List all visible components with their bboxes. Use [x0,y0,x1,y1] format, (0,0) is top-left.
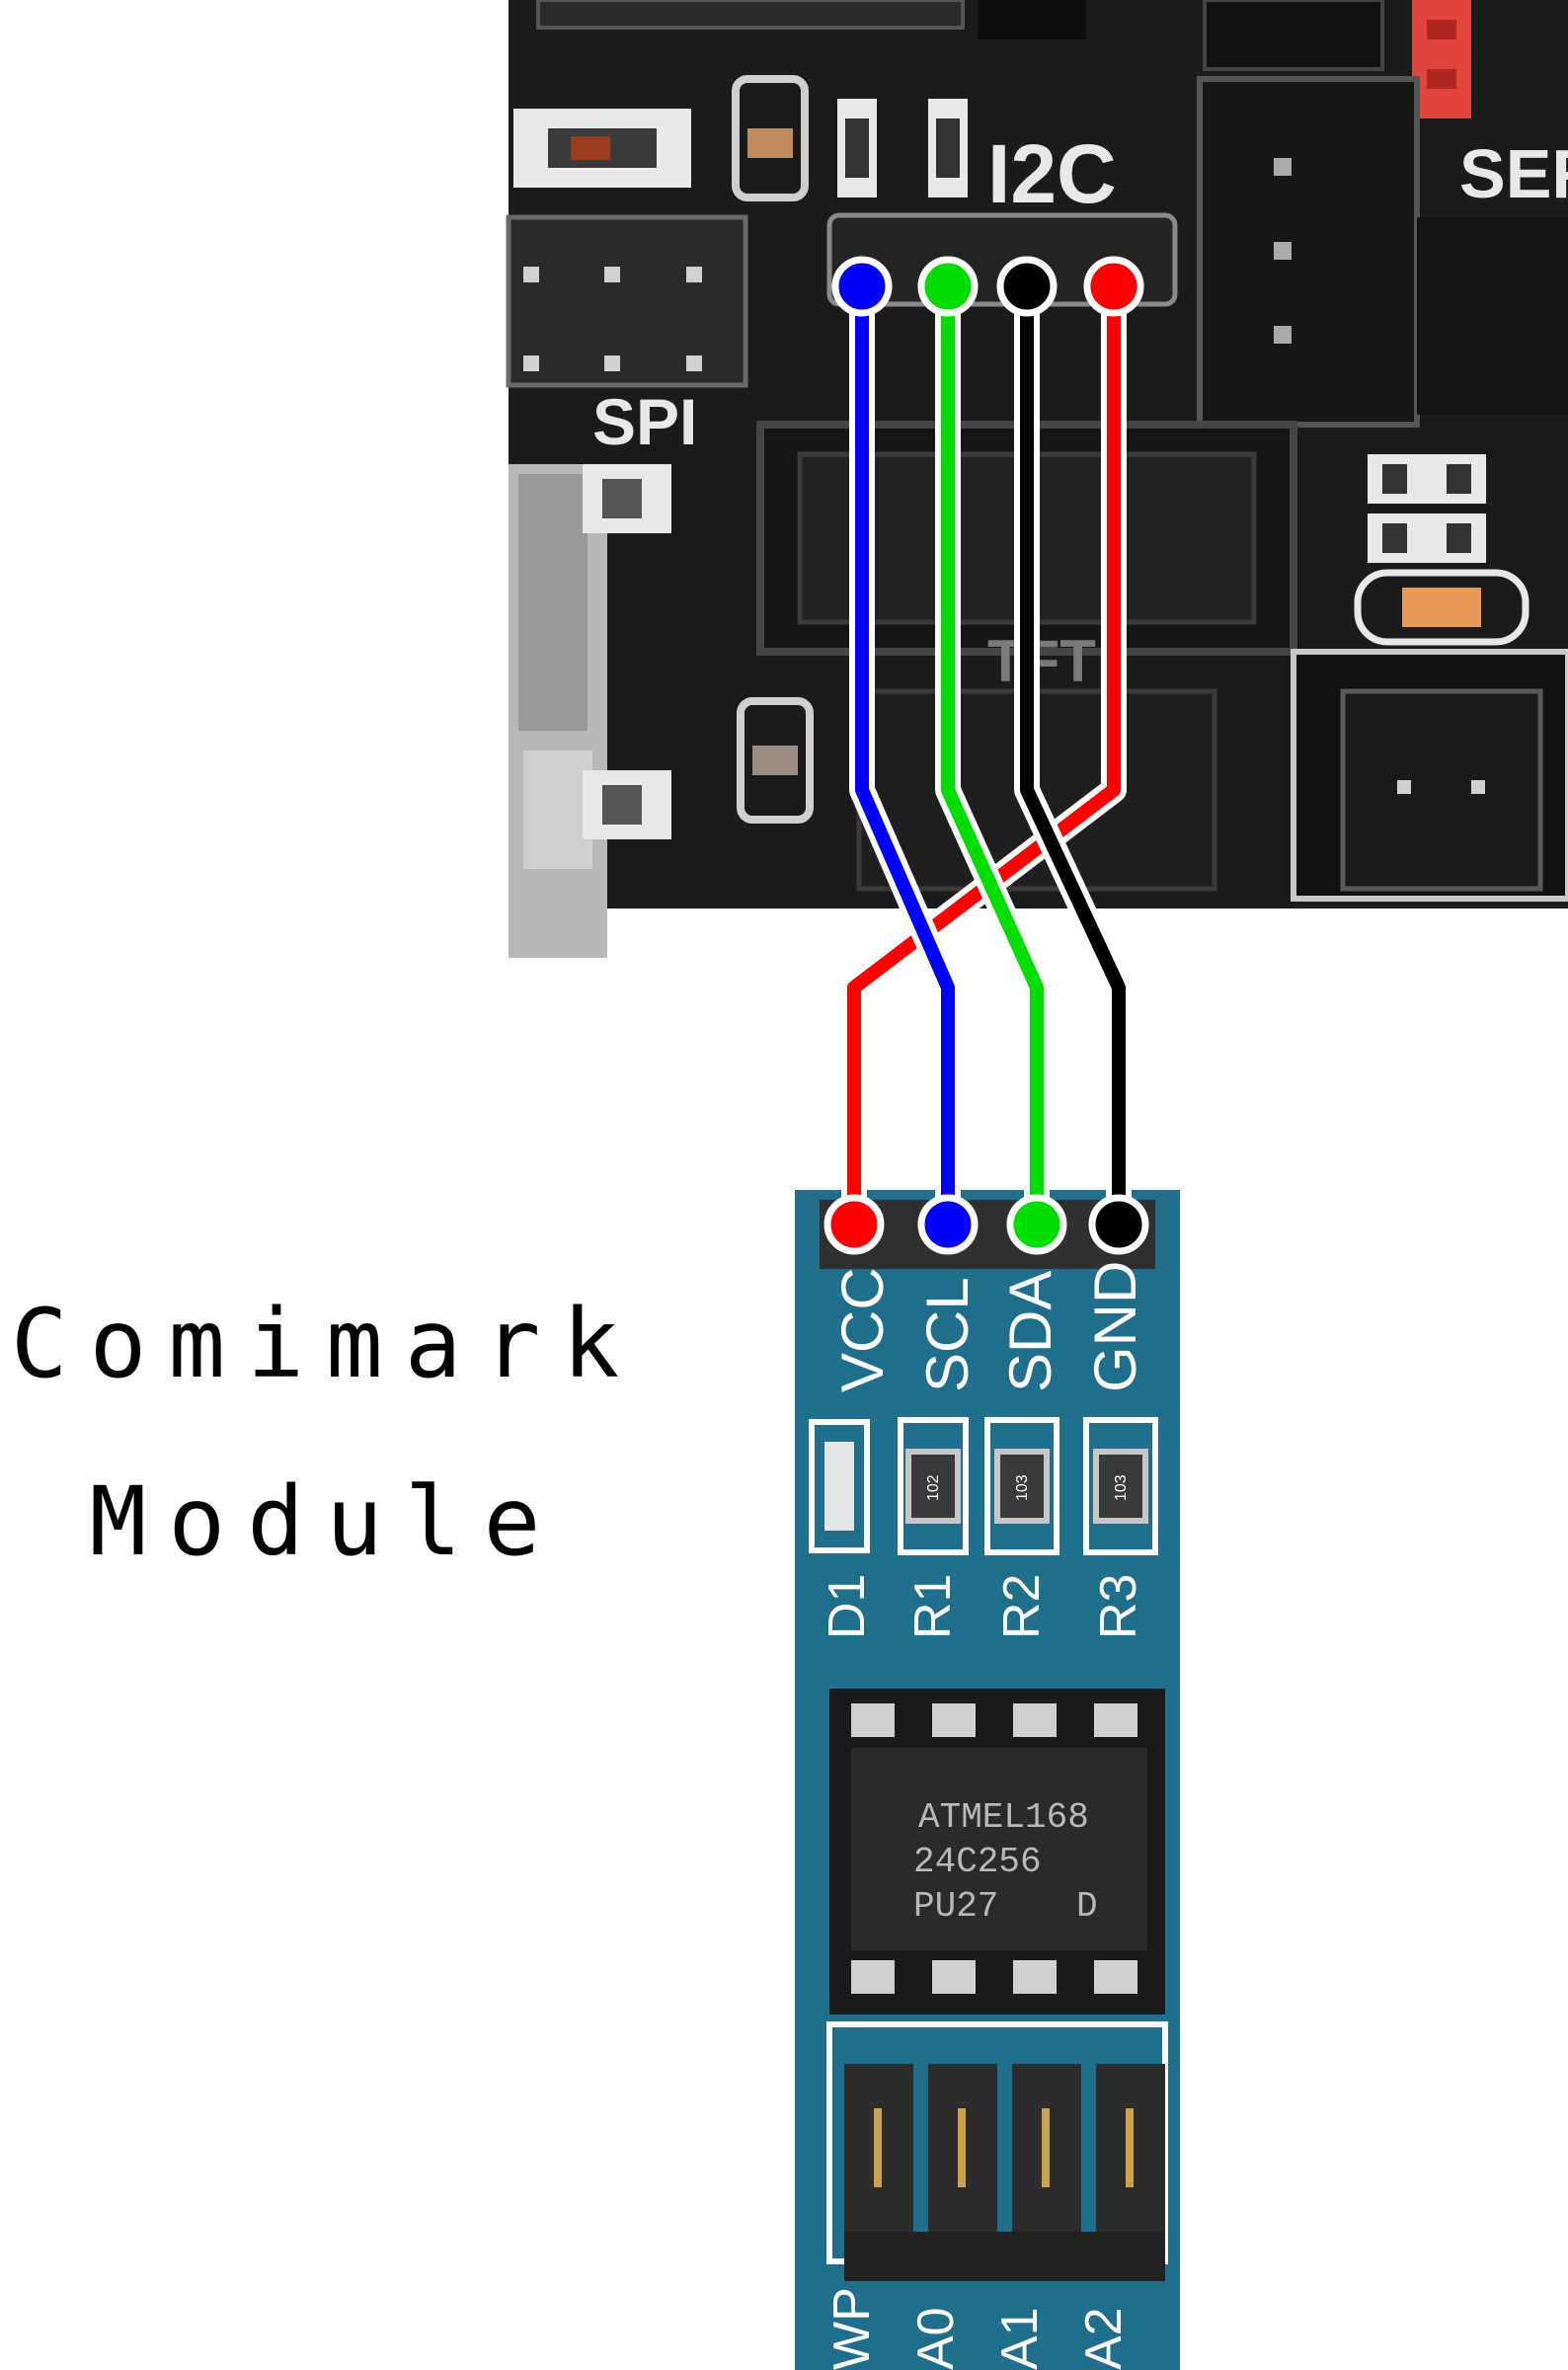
resistor-r3 [1093,1449,1148,1524]
svg-text:24C256: 24C256 [913,1842,1042,1882]
wire-endpoint-sda-module [1006,1194,1067,1255]
label-d1: D1 [819,1574,876,1639]
wire-gnd [1020,286,1126,1224]
svg-text:D: D [1076,1886,1098,1927]
svg-text:102: 102 [925,1474,942,1501]
label-tft: TFT [987,628,1096,694]
wire-endpoint-vcc-module [823,1194,885,1255]
wires [823,256,1149,1255]
svg-text:PU27: PU27 [913,1886,998,1927]
label-wp: WP [823,2287,881,2370]
wire-endpoint-sda-board [917,256,979,317]
label-r2: R2 [993,1574,1051,1639]
label-a1: A1 [991,2307,1049,2370]
eeprom-chip [851,1748,1147,1950]
address-jumpers [844,2064,1165,2281]
wire-endpoint-gnd-board [996,256,1058,317]
pin-label-gnd: GND [1082,1261,1148,1392]
label-r1: R1 [904,1574,962,1639]
pin-label-vcc: VCC [829,1267,896,1392]
wire-endpoint-scl-board [831,256,893,317]
resistor-r2 [994,1449,1050,1524]
label-r3: R3 [1090,1574,1147,1639]
wire-endpoint-vcc-board [1083,256,1144,317]
label-spi: SPI [592,385,697,458]
wire-scl [855,286,955,1224]
svg-text:103: 103 [1014,1474,1031,1501]
label-ser: SER [1459,135,1568,212]
led-d1 [809,1419,870,1553]
label-i2c: I2C [987,127,1117,220]
red-jumper [1412,0,1471,118]
eeprom-module: VCC SCL SDA GND 102 103 103 D1 R1 R2 R3 … [795,1190,1180,2370]
module-title-line2: Module [89,1466,563,1577]
wire-endpoint-scl-module [917,1194,979,1255]
label-a0: A0 [907,2307,965,2370]
mainboard: SER I2C SPI TFT [506,0,1568,958]
wire-sda [941,286,1044,1224]
pin-label-sda: SDA [997,1271,1063,1392]
svg-text:103: 103 [1113,1474,1130,1501]
module-title-line1: Comimark [10,1289,642,1399]
pin-label-scl: SCL [914,1277,980,1392]
resistor-r1 [905,1449,961,1524]
label-a2: A2 [1075,2307,1133,2370]
wire-endpoint-gnd-module [1088,1194,1149,1255]
svg-text:ATMEL168: ATMEL168 [918,1797,1089,1838]
